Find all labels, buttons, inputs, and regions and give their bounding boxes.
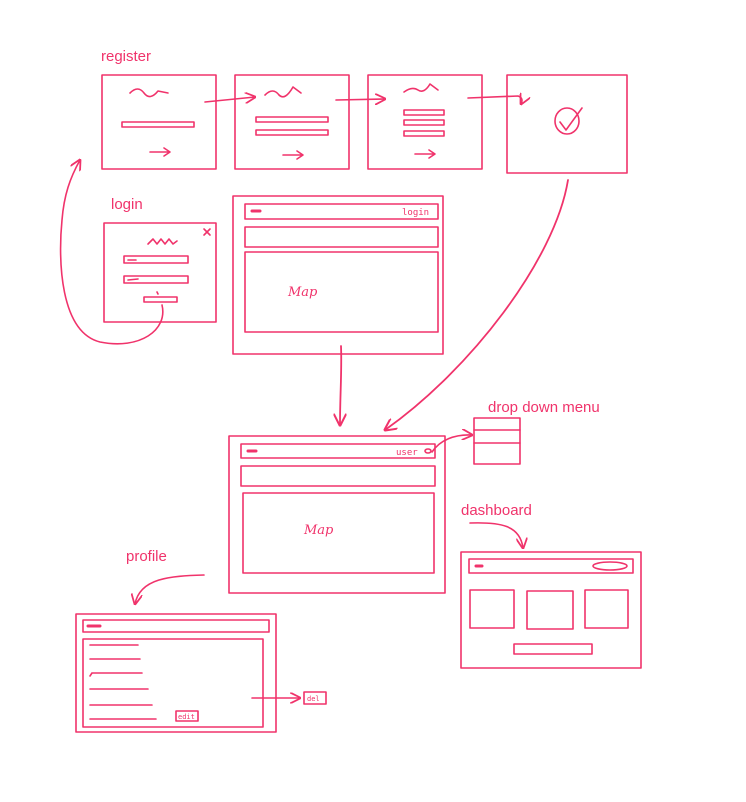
register-flow [101,74,628,174]
register-step-1-squiggle [129,88,169,98]
landing-navbar [244,203,439,220]
profile-edit-label: edit [178,713,195,721]
dropdown-menu-sketch [473,417,521,465]
login-dialog [103,222,217,323]
arrow-register-1-to-2 [204,97,255,102]
label-login: login [111,196,143,213]
register-step-2-squiggle [264,86,302,98]
main-map-area [242,492,435,574]
register-step-1-frame [101,74,217,170]
register-step-2-field-2 [255,129,329,136]
register-success-frame [506,74,628,174]
dashboard-card-3 [584,589,629,629]
dashboard-card-2 [526,590,574,630]
dashboard-user-pill [592,561,628,571]
register-step-3-field-3 [403,130,445,137]
login-logo-squiggle [147,238,178,245]
register-step-3-field-1 [403,109,445,116]
arrow-to-dashboard [469,522,523,548]
login-password-field [123,275,189,284]
register-step-1-next-arrow [149,147,171,157]
landing-page [232,195,444,355]
arrow-user-to-dropdown [431,435,472,453]
register-step-2-field-1 [255,116,329,123]
register-step-2-frame [234,74,350,170]
label-register: register [101,48,151,65]
main-search-bar [240,465,436,487]
register-step-3-frame [367,74,483,170]
main-navbar [240,443,436,459]
login-username-field [123,255,189,264]
arrow-landing-to-main [340,345,341,425]
close-icon [203,228,211,236]
label-profile: profile [126,548,167,565]
main-frame [228,435,446,594]
register-step-3-squiggle [403,83,439,93]
dashboard-navbar [468,558,634,574]
register-step-2-next-arrow [282,150,304,160]
landing-frame [232,195,444,355]
register-step-3-next-arrow [414,149,436,159]
profile-page [75,613,277,733]
register-step-1-field [121,121,195,128]
profile-delete-label: del [307,695,320,703]
arrow-register-3-to-success [467,96,522,104]
arrow-success-to-main [385,179,569,430]
profile-content [82,638,264,728]
map-label-landing: Map [287,285,318,300]
user-menu-label: user [396,448,418,458]
dashboard-frame [460,551,642,669]
landing-search-bar [244,226,439,248]
checkmark-circle-icon [554,107,583,135]
main-page [228,435,446,594]
dashboard-page [460,551,642,669]
login-link: login [402,208,429,218]
profile-delete-button [303,691,327,705]
login-dialog-frame [103,222,217,323]
arrow-to-profile [135,574,205,604]
landing-map-area [244,251,439,333]
profile-field-3 [89,672,143,677]
label-dashboard: dashboard [461,502,532,519]
profile-edit-button [175,710,199,722]
arrow-register-2-to-3 [335,99,385,100]
profile-frame [75,613,277,733]
register-step-3-field-2 [403,119,445,126]
user-avatar-dot [424,448,432,454]
dashboard-card-1 [469,589,515,629]
arrow-login-to-register [59,160,164,345]
dashboard-action-bar [513,643,593,655]
login-submit-button [143,296,178,303]
label-drop-down-menu: drop down menu [488,399,600,416]
profile-navbar [82,619,270,633]
map-label-main: Map [303,523,334,538]
